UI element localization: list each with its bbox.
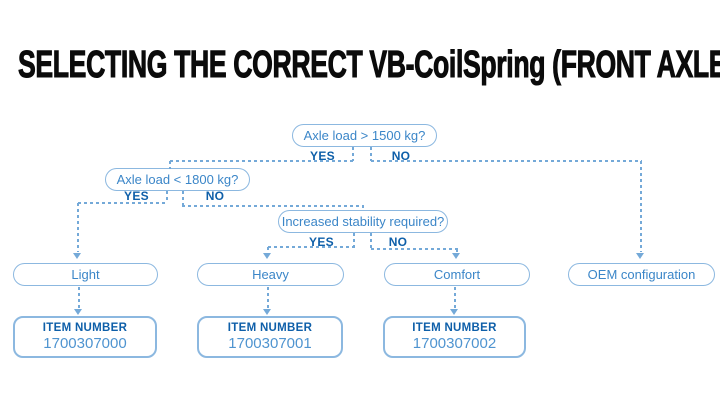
q1-no-label: NO [391,149,411,163]
connector-to-comfort [456,249,458,253]
connector-q2-no-drop [182,191,184,206]
connector-q3-no-drop [370,233,372,249]
question-axle-load-1500: Axle load > 1500 kg? [292,124,437,147]
q3-no-label: NO [388,235,408,249]
connector-q1-no-horizontal [371,160,642,162]
connector-to-oem [640,161,642,252]
q2-no-label: NO [205,189,225,203]
connector-into-q3 [362,205,364,211]
item-number-box-heavy: ITEM NUMBER 1700307001 [197,316,343,358]
arrow-into-item-light [74,309,82,315]
item-number-value: 1700307000 [43,335,127,352]
q2-yes-label: YES [124,189,149,203]
result-oem-configuration: OEM configuration [568,263,715,286]
item-number-box-light: ITEM NUMBER 1700307000 [13,316,157,358]
connector-light-to-item [78,287,80,309]
q3-yes-label: YES [309,235,334,249]
item-number-label: ITEM NUMBER [42,322,128,334]
item-number-label: ITEM NUMBER [227,322,313,334]
result-comfort: Comfort [384,263,530,286]
connector-q3-yes-horizontal [268,246,355,248]
arrow-into-comfort [452,253,460,259]
item-number-box-comfort: ITEM NUMBER 1700307002 [383,316,526,358]
item-number-value: 1700307002 [412,335,497,352]
question-axle-load-1800: Axle load < 1800 kg? [105,168,250,191]
arrow-into-light [73,253,81,259]
connector-into-q2 [169,161,171,169]
connector-to-heavy [267,247,269,253]
item-number-value: 1700307001 [228,335,312,352]
item-number-label: ITEM NUMBER [412,322,497,334]
arrow-into-item-heavy [263,309,271,315]
arrow-into-oem [636,253,644,259]
connector-comfort-to-item [454,287,456,309]
connector-q2-no-horizontal [182,205,363,207]
arrow-into-heavy [263,253,271,259]
connector-q1-yes-horizontal [170,160,353,162]
connector-q3-no-horizontal [371,248,458,250]
result-light: Light [13,263,158,286]
question-increased-stability: Increased stability required? [278,210,448,233]
connector-q2-yes-horizontal [78,202,168,204]
q1-yes-label: YES [310,149,335,163]
connector-q1-yes-drop [352,147,354,161]
connector-q1-no-drop [370,147,372,161]
page-title: SELECTING THE CORRECT VB-CoilSpring (FRO… [18,43,720,86]
result-heavy: Heavy [197,263,344,286]
connector-q2-yes-drop [166,191,168,203]
connector-q3-yes-drop [353,233,355,247]
connector-to-light [77,203,79,252]
arrow-into-item-comfort [450,309,458,315]
connector-heavy-to-item [267,287,269,309]
